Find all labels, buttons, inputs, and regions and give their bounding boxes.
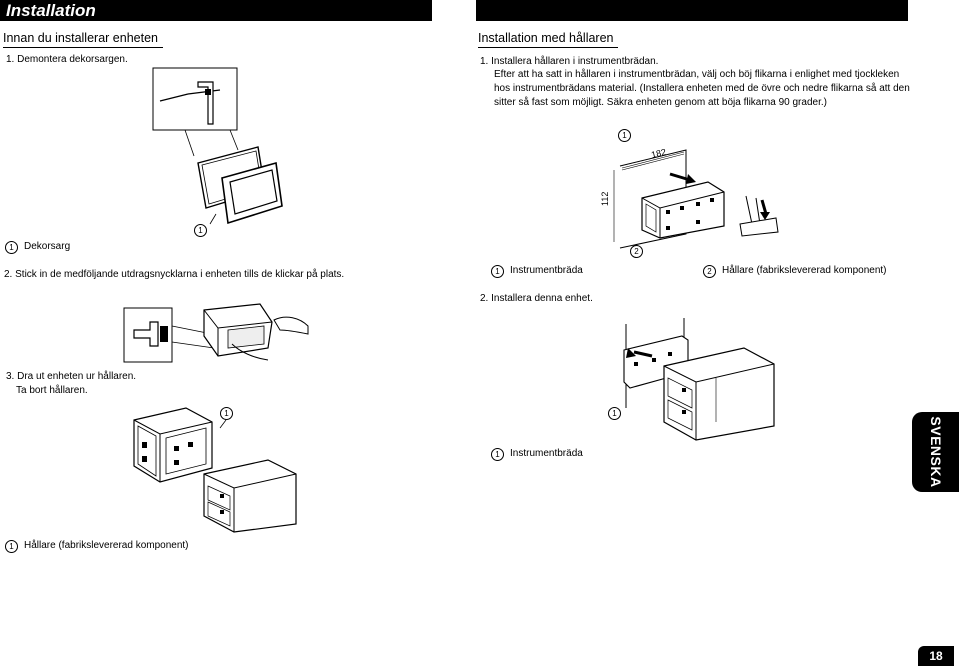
fig1-callout: 1 [194,222,207,240]
legend-label: Instrumentbräda [510,448,583,459]
fig3-callout: 1 [220,405,233,423]
language-tab: SVENSKA [912,412,959,492]
right-heading-rule [478,47,618,48]
right-step-1: 1. Installera hållaren i instrumentbräda… [480,56,659,67]
legend-label: Hållare (fabrikslevererad komponent) [722,265,887,276]
holder-fig-callout-2: 2 [630,243,643,261]
legend-dashboard: 1 Instrumentbräda [491,264,583,279]
header-bar [476,0,908,21]
unit-install-figure [604,318,779,443]
left-step-3: 3. Dra ut enheten ur hållaren. [6,371,137,382]
page-number: 18 [918,646,954,666]
legend-trim-ring: 1 Dekorsarg [5,240,70,255]
legend-label: Dekorsarg [24,241,71,252]
legend-number: 1 [491,264,504,278]
right-step-2: 2. Installera denna enhet. [480,293,593,304]
legend-dashboard-2: 1 Instrumentbräda [491,447,583,462]
legend-label: Instrumentbräda [510,265,583,276]
legend-number: 1 [5,240,18,254]
left-heading-rule [3,47,163,48]
legend-holder: 1 Hållare (fabrikslevererad komponent) [5,539,189,554]
section-title: Installation [0,0,432,21]
left-heading: Innan du installerar enheten [3,31,158,45]
dimension-width-label: 182 [650,147,667,160]
legend-number: 2 [703,264,716,278]
holder-removal-figure [130,402,310,532]
legend-number: 1 [5,539,18,553]
extraction-keys-figure [122,300,312,362]
trim-ring-figure [150,68,280,238]
holder-dashboard-figure: 182 112 [600,147,790,248]
left-step-3-sub: Ta bort hållaren. [16,385,88,396]
holder-fig-callout-1: 1 [618,127,631,145]
legend-label: Hållare (fabrikslevererad komponent) [24,540,189,551]
dimension-height-label: 112 [600,192,610,206]
left-step-2: 2. Stick in de medföljande utdragsnyckla… [4,269,345,280]
fig2-callout: 1 [608,405,621,423]
right-heading: Installation med hållaren [478,31,614,45]
left-step-1: 1. Demontera dekorsargen. [6,54,128,65]
legend-holder-right: 2 Hållare (fabrikslevererad komponent) [703,264,887,279]
legend-number: 1 [491,447,504,461]
right-step-1-text: Efter att ha satt in hållaren i instrume… [494,69,910,108]
